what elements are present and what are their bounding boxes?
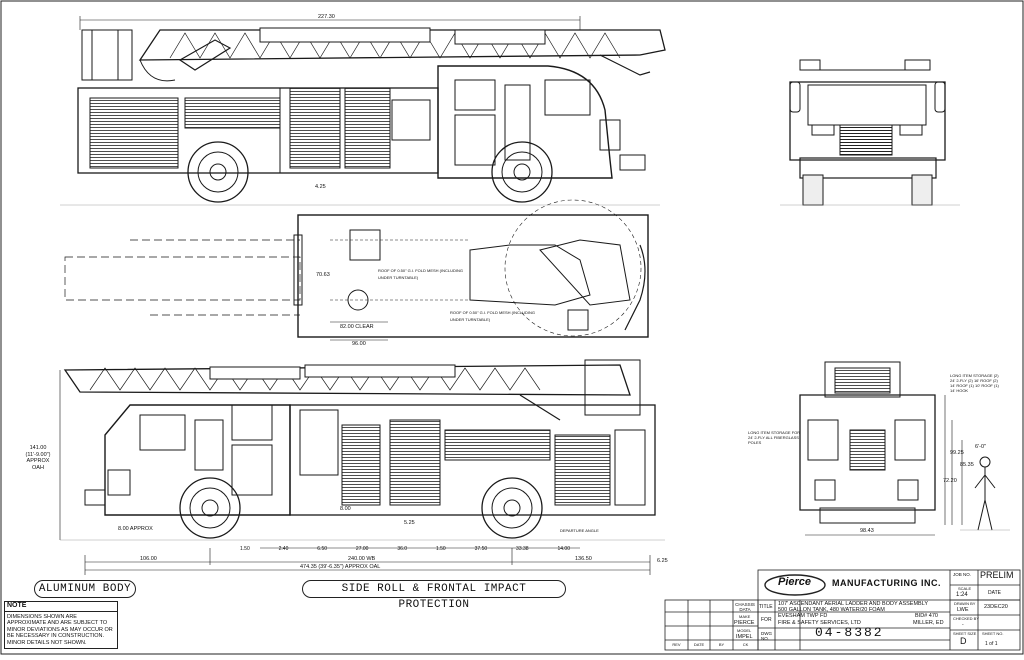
dwg-label: DWG NO.: [761, 631, 772, 641]
small-dim: 4.25: [315, 184, 326, 190]
for-label: FOR: [761, 617, 772, 623]
small-dim: 1.50: [240, 546, 250, 552]
small-dim: 2.40: [278, 546, 289, 552]
drawn-by-label: DRAWN BY: [954, 601, 976, 606]
model-value: IMPEL: [736, 634, 753, 640]
date-label: DATE: [988, 590, 1001, 596]
notes-text: DIMENSIONS SHOWN ARE APPROXIMATE AND ARE…: [7, 613, 113, 646]
plan-view: [64, 199, 649, 341]
dim-rear-h3: 85.35: [960, 462, 974, 468]
small-dim: 33.38: [516, 546, 529, 552]
checked-value: -: [962, 622, 964, 628]
small-dim: 8.00: [340, 506, 351, 512]
dim-plan-width: 70.63: [316, 272, 330, 278]
small-dims: 1.50 2.40 6.50 27.00 36.0 1.50 37.50 33.…: [240, 546, 570, 552]
notes-title: NOTE: [5, 602, 117, 612]
job-no-label: JOB NO.: [953, 572, 972, 577]
sheet-no: 1 of 1: [985, 641, 998, 647]
dim-side-mid: 240.00 WB: [348, 556, 376, 562]
dim-height: 141.00 (11'-9.00") APPROX OAH: [25, 445, 51, 471]
front-view: [780, 59, 960, 206]
scale-value: 1:24: [956, 592, 968, 598]
chassis-label: CHASSIS DATA: [735, 602, 755, 612]
sheet-size-label: SHEET SIZE: [953, 631, 977, 636]
bumper-note: DEPARTURE ANGLE: [560, 528, 599, 533]
title-line1: 107' ASCENDANT AERIAL LADDER AND BODY AS…: [778, 601, 929, 607]
customer-line1: EVESHAM TWP FD: [778, 613, 828, 619]
rev-header: BY: [718, 642, 725, 647]
rear-left-note: LONG ITEM STORAGE FOR 24' 2-FLY ALL FIBE…: [748, 430, 801, 445]
drawn-by: LWE: [957, 607, 969, 613]
make-value: PIERCE: [734, 620, 755, 626]
job-no: PRELIM: [980, 570, 1014, 580]
sheet-size: D: [960, 636, 967, 646]
scale-label: SCALE: [958, 586, 972, 591]
dim-rear-h2: 72.20: [943, 478, 957, 484]
title-line2: 500 GALLON TANK, 480 WATER/20 FOAM: [778, 607, 885, 613]
rev-header: CK: [742, 642, 749, 647]
side-view-top: [60, 16, 666, 206]
small-dim: 14.00: [557, 546, 570, 552]
checked-label: CHECKED BY: [953, 616, 980, 621]
small-dim: 1.50: [435, 546, 446, 552]
salesman: MILLER, ED: [913, 620, 944, 626]
revision-headers: REV DATE BY CK: [665, 642, 758, 647]
small-dim: 36.0: [397, 546, 408, 552]
model-label: MODEL: [737, 628, 752, 633]
title-label: TITLE: [759, 604, 773, 610]
dim-plan-bottom2: 96.00: [352, 341, 366, 347]
plan-note-1: ROOF OF 0.50" G.I. FOLD MESH (INCLUDING …: [378, 268, 463, 280]
date-value: 23DEC20: [984, 604, 1008, 610]
side-front-note: 8.00 APPROX: [118, 526, 153, 532]
customer-line2: FIRE & SAFETY SERVICES, LTD: [778, 620, 861, 626]
rear-right-note: LONG ITEM STORAGE (2) 24' 2-FLY (2) 16' …: [950, 373, 999, 393]
manufacturer-name: MANUFACTURING INC.: [832, 578, 941, 588]
rev-header: DATE: [693, 642, 705, 647]
bid-number: BID# 470: [915, 613, 938, 619]
small-dim: 6.50: [317, 546, 328, 552]
notes-box: NOTE DIMENSIONS SHOWN ARE APPROXIMATE AN…: [4, 601, 118, 649]
small-dim: 27.00: [355, 546, 369, 552]
aluminum-body-label: ALUMINUM BODY: [34, 580, 136, 598]
dim-rear-h1: 99.25: [950, 450, 964, 456]
dim-side-left: 106.00: [140, 556, 157, 562]
title-block-frame: [664, 569, 1021, 651]
sheet-no-label: SHEET NO.: [982, 631, 1004, 636]
small-dim: 5.25: [404, 520, 415, 526]
drawing-number: 04-8382: [815, 625, 884, 640]
dim-rear-width: 98.43: [860, 528, 874, 534]
impact-protection-label: SIDE ROLL & FRONTAL IMPACT PROTECTION: [302, 580, 566, 611]
dim-top-overall: 227.30: [318, 14, 335, 20]
dim-side-overall: 474.35 (39'-6.35") APPROX OAL: [300, 564, 381, 570]
dim-side-right: 136.50: [575, 556, 592, 562]
rear-view: [799, 361, 1010, 536]
make-label: MAKE: [739, 614, 751, 619]
dim-plan-bottom1: 82.00 CLEAR: [340, 324, 374, 330]
plan-note-2: ROOF OF 0.50" G.I. FOLD MESH (INCLUDING …: [450, 310, 535, 322]
rev-header: REV: [672, 642, 681, 647]
small-dim: 6.25: [657, 558, 668, 564]
side-view-bottom: [59, 359, 665, 575]
small-dim: 37.50: [474, 546, 488, 552]
dim-figure: 6'-0": [975, 444, 986, 450]
company-logo: Pierce: [778, 576, 812, 588]
